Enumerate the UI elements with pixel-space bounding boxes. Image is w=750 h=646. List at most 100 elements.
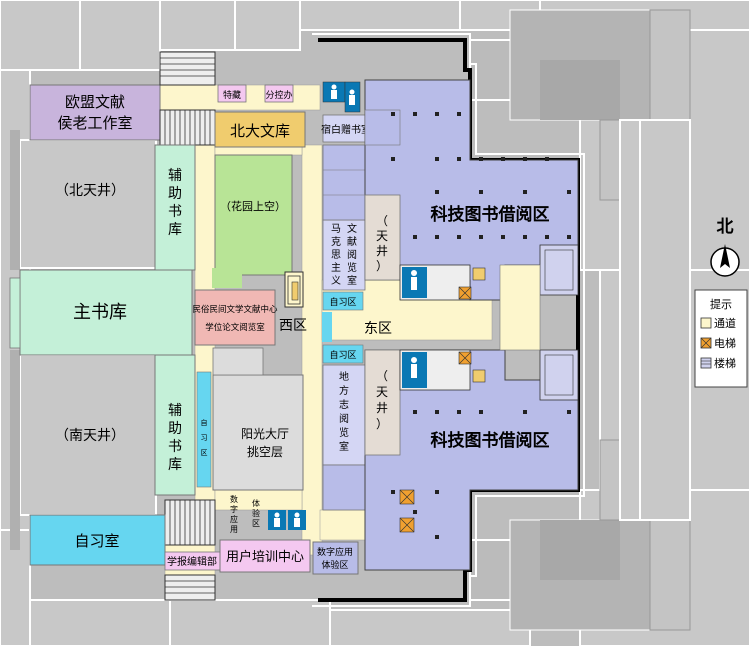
room-digital-experience[interactable]: 数字应用 体验区	[312, 541, 359, 575]
north-arrow-icon	[720, 244, 730, 268]
room-label: 辅	[168, 403, 182, 419]
room-label: 天	[376, 229, 388, 243]
room-label: 主	[331, 262, 341, 274]
room-label: 献	[347, 235, 357, 248]
room-aux-stack-north[interactable]: 辅 助 书 库	[154, 144, 196, 271]
room-scitech-north[interactable]: 科技图书借阅区	[364, 79, 579, 301]
elevators-south	[399, 489, 415, 533]
room-label: 阅	[339, 412, 349, 425]
room-label: 科技图书借阅区	[431, 430, 550, 451]
room-label: 特藏	[223, 89, 241, 101]
room-label: 书	[168, 439, 182, 455]
room-label: 自习区	[329, 296, 356, 308]
room-label: 宿白赠书室	[321, 123, 371, 136]
area-garden: （花园上空）	[212, 154, 293, 288]
room-label: 书	[168, 204, 182, 220]
toilets-south	[268, 510, 306, 530]
annex-north-east	[469, 9, 691, 201]
room-label: 助	[168, 186, 182, 202]
room-label: 井	[376, 244, 388, 258]
room-label: 克	[331, 236, 341, 248]
south-well: （南天井）	[55, 428, 125, 444]
room-marxism[interactable]: 马 克 思 主 义 文 献 阅 览 室	[322, 219, 366, 291]
room-label: 览	[347, 261, 357, 274]
room-label: 体	[252, 498, 260, 508]
area-self-study-north[interactable]: 自习区	[322, 291, 364, 311]
sky-well-north: （ 天 井 ）	[364, 194, 401, 281]
legend-label: 楼梯	[714, 356, 736, 370]
stairs-south-entrance	[164, 574, 216, 601]
room-label: 区	[201, 449, 208, 457]
room-label: 侯老工作室	[57, 114, 132, 132]
room-aux-stack-south[interactable]: 辅 助 书 库	[154, 354, 196, 496]
room-label: （	[376, 214, 388, 228]
room-editorial[interactable]: 学报编辑部	[164, 551, 221, 571]
east-colonnade	[619, 119, 691, 521]
room-pku-library[interactable]: 北大文库	[214, 111, 306, 148]
room-label: 自	[201, 418, 208, 427]
room-label: 自习室	[74, 532, 119, 550]
room-label: 阅	[347, 248, 357, 261]
zone-label-west: 西区	[279, 318, 307, 334]
stairs-south-west	[164, 499, 216, 546]
room-label: 用	[230, 525, 238, 534]
room-label: 数字应用	[317, 546, 353, 558]
room-label: 学位论文阅览室	[205, 322, 265, 333]
room-label: 辅	[168, 168, 182, 184]
room-label: 自习区	[329, 349, 356, 361]
room-label: 地	[339, 370, 349, 383]
room-label: 用户培训中心	[226, 549, 304, 565]
stairs-north-west	[159, 109, 216, 146]
north-well: （北天井）	[55, 183, 125, 199]
room-label: 方	[339, 384, 349, 397]
cyan-strip	[322, 312, 332, 342]
left-wing-gray	[10, 130, 157, 550]
room-scitech-south[interactable]: 科技图书借阅区	[364, 349, 579, 571]
room-label: 阳光大厅	[241, 427, 289, 441]
room-eu-office[interactable]: 欧盟文献 侯老工作室	[29, 84, 161, 141]
room-label: 主书库	[73, 302, 127, 323]
corridor-swatch-icon	[700, 317, 712, 329]
room-label: 文	[347, 222, 357, 235]
area-self-study-west[interactable]: 自 习 区	[196, 371, 212, 488]
room-label: 习	[201, 434, 208, 442]
core-north	[399, 264, 486, 301]
room-label: 北大文库	[230, 122, 290, 140]
stairs-west	[284, 271, 304, 308]
room-tecai[interactable]: 特藏	[217, 84, 247, 103]
compass-label: 北	[717, 217, 734, 237]
room-training-center[interactable]: 用户培训中心	[219, 539, 311, 573]
room-local-gazetteer[interactable]: 地 方 志 阅 览 室	[322, 364, 366, 466]
room-label: ）	[376, 417, 388, 431]
digital-app-labels: 数 字 应 用 体 验 区	[230, 494, 260, 534]
east-lobby	[499, 264, 541, 351]
room-label: 室	[347, 274, 357, 287]
legend: 提示 通道 电梯 楼梯	[694, 289, 748, 388]
room-label: 科技图书借阅区	[431, 204, 550, 225]
area-self-study-south[interactable]: 自习区	[322, 344, 364, 364]
room-label: 库	[168, 457, 182, 473]
inner-wall-white	[312, 33, 585, 607]
room-self-study[interactable]: 自习室	[29, 514, 166, 566]
legend-label: 通道	[714, 316, 736, 330]
room-label: 义	[331, 275, 341, 287]
columns	[391, 112, 571, 539]
stairs-north-entrance	[159, 51, 216, 86]
room-label: （花园上空）	[220, 199, 286, 213]
room-sufu[interactable]: 宿白赠书室	[321, 114, 371, 143]
area-atrium: 阳光大厅 挑空层	[212, 347, 304, 491]
compass: 北	[710, 217, 740, 277]
room-label: 马	[331, 223, 341, 235]
room-folk-literature[interactable]: 民俗民间文学文献中心 学位论文阅览室	[192, 289, 278, 346]
outer-wall	[318, 38, 580, 602]
room-label: 井	[376, 401, 388, 415]
room-label: （北天井）	[55, 183, 125, 199]
room-fenjiao[interactable]: 分控办	[264, 84, 294, 103]
room-label: 助	[168, 421, 182, 437]
room-label: 室	[339, 440, 349, 453]
room-main-stack[interactable]: 主书库	[9, 269, 193, 356]
room-label: 分控办	[265, 89, 292, 101]
room-label: 志	[339, 398, 349, 411]
room-label: 览	[339, 426, 349, 439]
